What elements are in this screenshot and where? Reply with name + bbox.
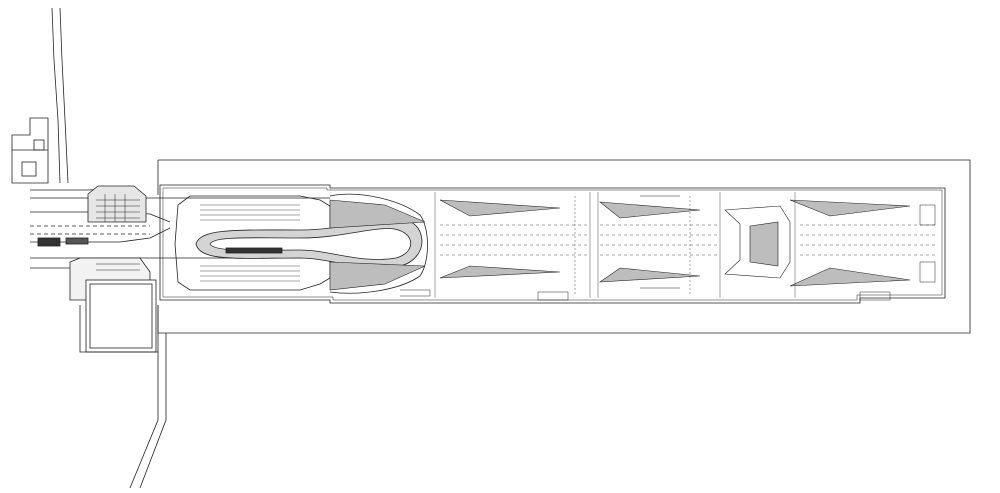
loop-ramp (174, 193, 428, 294)
south-road (79, 305, 167, 489)
entrance-pavilion-north (87, 185, 147, 223)
concourse-grid (434, 192, 935, 298)
entrance-pavilion-south (69, 257, 157, 353)
plan-details (400, 195, 936, 301)
platform-wedges (329, 199, 911, 291)
